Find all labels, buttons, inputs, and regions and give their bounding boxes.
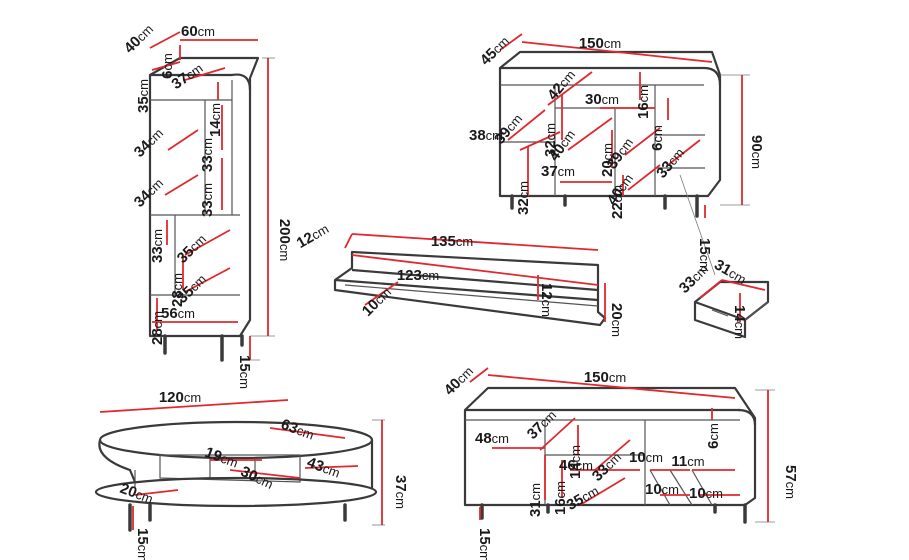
- coffee-table-shelf: [94, 476, 378, 508]
- tall-cabinet-dimension-label: 28cm: [169, 273, 186, 307]
- tall-cabinet-dimension-label: 200cm: [276, 219, 293, 261]
- tall-cabinet-dimension-label: 33cm: [199, 183, 216, 217]
- sideboard-dimension-label: 16cm: [635, 85, 652, 119]
- coffee-table-top: [98, 420, 374, 460]
- tall-cabinet-dimension-label: 60cm: [181, 23, 215, 40]
- tv-stand-dimension-label: 37cm: [524, 407, 560, 443]
- sideboard-dimension-label: 90cm: [748, 135, 765, 169]
- tall-cabinet-dimension-label: 40cm: [121, 21, 157, 57]
- tall-cabinet-dimension-label: 14cm: [207, 103, 224, 137]
- tall-cabinet-dimension-label: 33cm: [149, 229, 166, 263]
- sideboard-dimension-label: 22cm: [609, 185, 626, 219]
- tv-stand-dimension-label: 150cm: [584, 369, 626, 386]
- tv-stand-dimension-label: 15cm: [476, 528, 493, 560]
- tv-stand-dimension-label: 31cm: [527, 483, 544, 517]
- wall-shelf-dimension-label: 12cm: [538, 283, 555, 317]
- sideboard-dimension-label: 32cm: [515, 181, 532, 215]
- wall-shelf-dimension-label: 12cm: [294, 220, 332, 252]
- tall-cabinet-dimension-label: 28cm: [149, 311, 166, 345]
- wall-shelf-dimension-label: 20cm: [608, 303, 625, 337]
- wall-shelf-dimension-label: 135cm: [431, 233, 473, 250]
- sideboard-dimension-label: 32cm: [542, 123, 559, 157]
- sideboard-dimension-label: 38cm: [469, 127, 503, 144]
- tv-stand-dimension-label: 11cm: [671, 453, 704, 470]
- coffee-table-dimension-label: 20cm: [118, 480, 156, 508]
- coffee-table-dimension-label: 15cm: [134, 528, 151, 560]
- tv-stand-dimension-label: 33cm: [589, 449, 625, 485]
- tv-stand-dimension-label: 10cm: [629, 449, 663, 466]
- tall-cabinet-dimension-label: 34cm: [131, 125, 167, 161]
- coffee-table-drawing: [94, 419, 385, 532]
- sideboard-dimension-label: 30cm: [585, 91, 619, 108]
- wall-shelf-dimension-lines: [344, 233, 606, 322]
- wall-shelf-drawing: [333, 250, 607, 327]
- coffee-table-dimension-label: 43cm: [305, 454, 343, 482]
- tv-stand-dimension-lines: [469, 367, 769, 522]
- tv-stand-dimension-label: 57cm: [782, 465, 799, 499]
- tv-stand-body: [463, 386, 757, 507]
- tall-cabinet-dimension-label: 33cm: [199, 138, 216, 172]
- wall-shelf-body: [333, 250, 607, 327]
- tall-cabinet-dimension-label: 56cm: [161, 305, 195, 322]
- tv-stand-dimension-label: 48cm: [475, 430, 509, 447]
- tv-stand-dimension-label: 10cm: [645, 481, 679, 498]
- coffee-table-dimension-label: 37cm: [392, 475, 409, 509]
- sideboard-dimension-label: 40cm: [604, 171, 637, 209]
- tv-stand-dimension-label: 16cm: [552, 481, 569, 515]
- coffee-table-dimension-label: 120cm: [159, 389, 201, 406]
- coffee-table-dimension-label: 19cm: [203, 444, 241, 472]
- sideboard-body: [498, 50, 722, 198]
- tall-cabinet-dimension-label: 35cm: [174, 231, 210, 267]
- sideboard-dimension-label: 37cm: [541, 163, 575, 180]
- tall-cabinet-dimension-lines: [149, 31, 269, 360]
- drawer-dimension-lines: [699, 279, 766, 322]
- drawer-detail-dimension-label: 14cm: [731, 305, 748, 339]
- tv-stand-dimension-label: 46cm: [559, 457, 593, 474]
- sideboard-dimension-label: 150cm: [579, 35, 621, 52]
- tv-stand-dimension-label: 14cm: [567, 445, 584, 479]
- tall-cabinet-dimension-label: 15cm: [236, 355, 253, 389]
- wall-shelf-dimension-label: 123cm: [397, 267, 439, 284]
- sideboard-dimension-label: 20cm: [599, 143, 616, 177]
- tv-stand-dimension-label: 6cm: [705, 423, 722, 449]
- sideboard-dimension-lines: [499, 33, 743, 218]
- tv-stand-dimension-label: 35cm: [564, 482, 602, 514]
- sideboard-dimension-label: 15cm: [696, 238, 713, 272]
- sideboard-dimension-label: 6cm: [649, 125, 666, 151]
- tall-cabinet-dimension-label: 34cm: [131, 175, 167, 211]
- coffee-table-dimension-label: 63cm: [279, 416, 317, 444]
- tall-cabinet-dimension-label: 6cm: [159, 53, 176, 79]
- coffee-table-dimension-label: 30cm: [238, 463, 276, 493]
- coffee-table-dimension-lines: [99, 399, 383, 530]
- tv-stand-dimension-label: 10cm: [689, 485, 723, 502]
- tall-cabinet-dimension-label: 35cm: [135, 79, 152, 113]
- tv-stand-drawing: [463, 386, 775, 524]
